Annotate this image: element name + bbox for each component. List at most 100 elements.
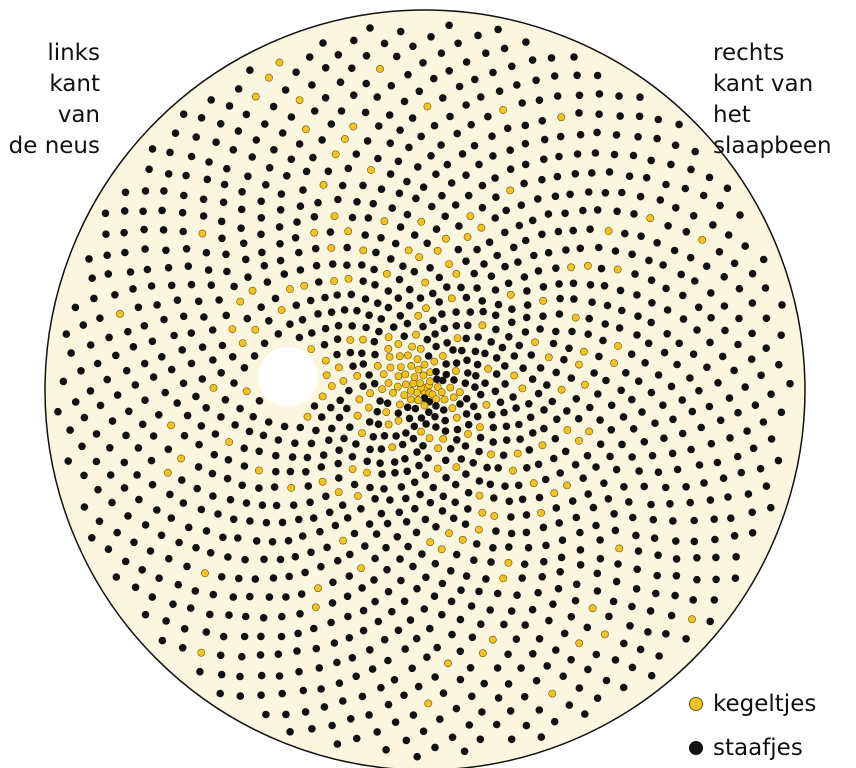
cone-dot [238, 339, 247, 347]
rod-dot [197, 505, 206, 514]
rod-dot [748, 529, 757, 537]
rod-dot [486, 606, 495, 614]
rod-dot [528, 216, 537, 225]
rod-dot [629, 425, 638, 433]
rod-dot [140, 225, 148, 234]
cone-dot [575, 436, 583, 445]
rod-dot [306, 498, 314, 507]
rod-dot [778, 301, 786, 309]
rod-dot [334, 51, 343, 59]
rod-dot [209, 356, 217, 364]
cone-dot [412, 330, 420, 339]
rod-dot [377, 683, 385, 692]
rod-dot [458, 150, 467, 158]
rod-dot [303, 453, 312, 462]
cone-dot [446, 383, 455, 392]
rod-dot [593, 206, 602, 214]
rod-dot [595, 90, 604, 98]
rod-dot [139, 207, 147, 216]
rod-dot [229, 593, 238, 601]
rod-dot [362, 79, 371, 88]
rod-dot [243, 314, 252, 323]
rod-dot [734, 408, 742, 417]
rod-dot [246, 66, 254, 74]
rod-dot [206, 610, 214, 619]
cone-dot [449, 393, 458, 402]
rod-dot [522, 38, 530, 46]
rod-dot [376, 459, 384, 468]
rod-dot [184, 523, 193, 532]
rod-dot [437, 49, 446, 57]
rod-dot [468, 692, 476, 701]
rod-dot [491, 311, 500, 320]
rod-dot [528, 56, 537, 64]
rod-dot [441, 212, 450, 221]
cone-dot [236, 297, 245, 306]
rod-dot [257, 214, 266, 222]
rod-dot [609, 597, 618, 606]
rod-dot [462, 334, 471, 343]
cone-dot [421, 278, 429, 287]
rod-dot [359, 626, 368, 635]
rod-dot [548, 397, 557, 406]
rod-dot [709, 221, 717, 229]
rod-dot [556, 568, 564, 576]
rod-dot [88, 534, 96, 542]
rod-dot [285, 572, 294, 581]
rod-dot [669, 415, 677, 424]
cone-dot [415, 253, 423, 262]
rod-dot [660, 348, 669, 357]
rod-dot [505, 497, 514, 506]
cone-dot [601, 630, 609, 639]
rod-dot [382, 746, 390, 754]
cone-dot [163, 468, 172, 477]
rod-dot [363, 457, 372, 466]
rod-dot [287, 113, 296, 121]
cone-dot [382, 408, 391, 416]
cone-dot [394, 372, 403, 380]
rod-dot [616, 112, 624, 120]
rod-dot [628, 602, 636, 611]
rod-dot [733, 452, 742, 461]
cone-dot [509, 466, 517, 475]
cone-dot [410, 373, 419, 381]
rod-dot [108, 417, 117, 425]
rod-dot [538, 175, 546, 184]
rod-dot [452, 704, 461, 713]
rod-dot [568, 327, 576, 336]
rod-dot [180, 431, 189, 440]
cone-dot [287, 483, 296, 492]
rod-dot [225, 611, 233, 619]
rod-dot [500, 408, 508, 417]
rod-dot [286, 320, 294, 329]
rod-dot [596, 554, 605, 563]
rod-dot [527, 351, 536, 359]
rod-dot [412, 634, 421, 643]
rod-dot [669, 517, 677, 525]
rod-dot [672, 572, 681, 580]
rod-dot [550, 72, 559, 80]
rod-dot [164, 263, 173, 272]
rod-dot [380, 432, 389, 440]
rod-dot [584, 188, 593, 196]
rod-dot [751, 401, 760, 410]
rod-dot [217, 413, 225, 421]
rod-dot [419, 442, 427, 450]
rod-dot [217, 573, 226, 581]
cone-dot [426, 377, 434, 386]
rod-dot [514, 481, 523, 490]
rod-dot [487, 272, 496, 281]
rod-dot [229, 146, 238, 154]
rod-dot [277, 632, 286, 641]
rod-dot [584, 665, 592, 674]
rod-dot [565, 701, 574, 709]
rod-dot [514, 258, 522, 266]
rod-dot [317, 685, 325, 693]
cone-dot [318, 477, 327, 486]
rod-dot [375, 122, 383, 130]
rod-dot [414, 682, 423, 691]
rod-dot [432, 523, 440, 531]
rod-dot [707, 313, 715, 322]
rod-dot [196, 667, 204, 676]
rod-dot [295, 333, 304, 342]
